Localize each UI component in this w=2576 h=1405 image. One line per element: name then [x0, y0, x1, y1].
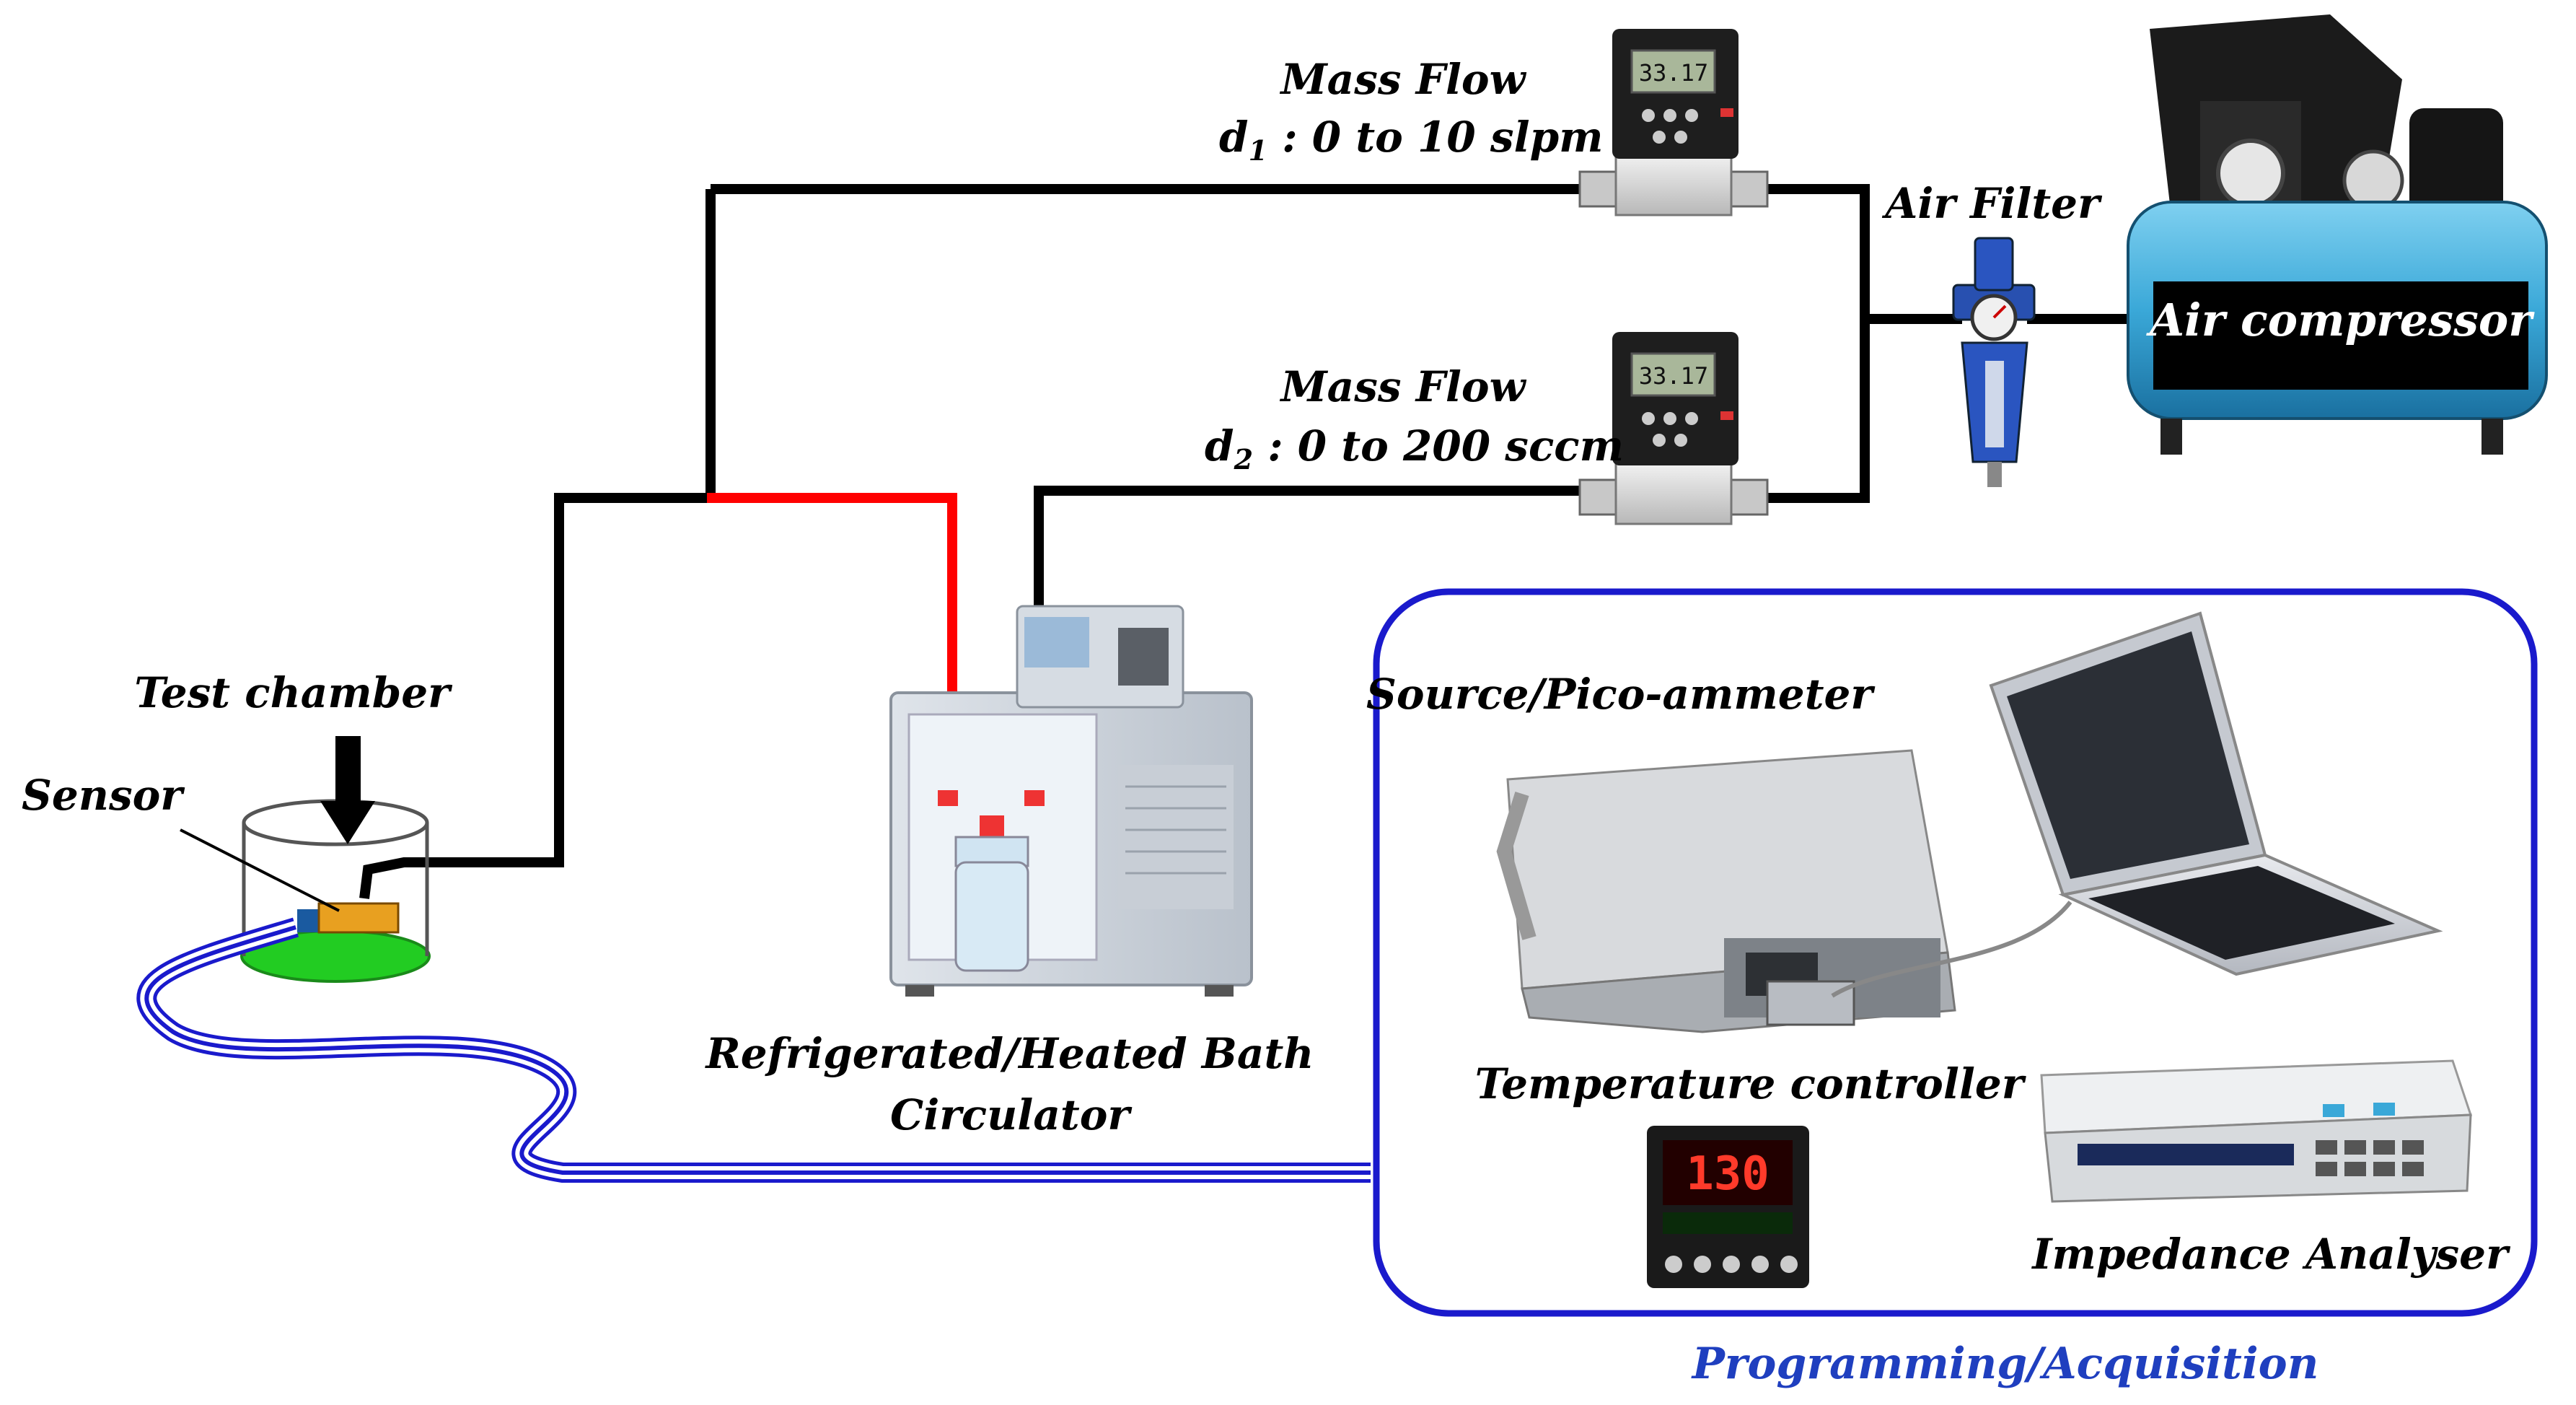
test-chamber — [180, 736, 431, 983]
mass-flow-1-title: Mass Flow — [1279, 55, 1526, 104]
mass-flow-2-title: Mass Flow — [1279, 362, 1526, 411]
signal-cable — [136, 917, 1371, 1183]
flow-display-1: 33.17 — [1639, 59, 1708, 87]
sensor-label: Sensor — [22, 771, 185, 820]
temp-controller-label: Temperature controller — [1475, 1059, 2027, 1108]
labels: Mass Flow d1 : 0 to 10 slpm Mass Flow d2… — [22, 55, 2535, 1389]
source-pico-ammeter — [1496, 749, 1956, 1033]
flow-display-2: 33.17 — [1639, 362, 1708, 390]
air-filter — [1952, 237, 2036, 487]
temperature-controller: 130 — [1647, 1126, 1809, 1288]
mass-flow-controller-1: 33.17 — [1578, 29, 1769, 216]
temp-display: 130 — [1686, 1147, 1770, 1201]
air-compressor — [2127, 14, 2548, 455]
test-chamber-label: Test chamber — [134, 668, 453, 717]
impedance-analyser-label: Impedance Analyser — [2031, 1230, 2511, 1279]
main-line-to-chamber — [359, 189, 716, 899]
bath-label-line2: Circulator — [890, 1090, 1133, 1139]
laptop — [1831, 611, 2443, 998]
source-meter-label: Source/Pico-ammeter — [1366, 670, 1876, 719]
bath-label-line1: Refrigerated/Heated Bath — [705, 1029, 1314, 1078]
air-compressor-label: Air compressor — [2146, 294, 2535, 346]
programming-acquisition-frame — [1373, 588, 2538, 1317]
line-mfc2-to-junction — [1760, 318, 1870, 503]
bath-circulator — [889, 605, 1253, 997]
programming-acquisition-label: Programming/Acquisition — [1691, 1339, 2319, 1389]
impedance-analyser — [2040, 1059, 2473, 1203]
air-filter-label: Air Filter — [1881, 179, 2103, 228]
line-mfc1-to-junction — [1760, 184, 1870, 319]
mass-flow-2-range: d2 : 0 to 200 sccm — [1205, 421, 1624, 476]
mass-flow-1-range: d1 : 0 to 10 slpm — [1219, 113, 1604, 167]
mass-flow-controller-2: 33.17 — [1578, 332, 1769, 525]
